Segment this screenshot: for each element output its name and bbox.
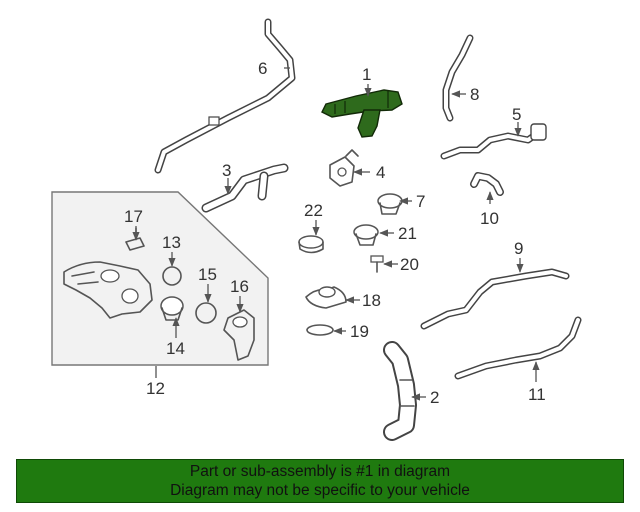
callout-21: 21 [398,224,417,243]
callout-22: 22 [304,201,323,220]
callout-19: 19 [350,322,369,341]
part-1-hose[interactable] [321,89,403,138]
part-7-cap[interactable] [377,193,403,215]
callout-12: 12 [146,379,165,398]
part-14-thermostat[interactable] [160,296,184,321]
part-10-hose[interactable] [470,172,504,196]
callout-8: 8 [470,85,479,104]
assembly-12-panel [51,191,269,366]
banner-line-1: Part or sub-assembly is #1 in diagram [189,463,451,480]
part-8-tube[interactable] [442,34,474,122]
part-2-hose[interactable] [383,341,417,441]
callout-5: 5 [512,105,521,124]
leader-lines [132,67,540,401]
callout-20: 20 [400,255,419,274]
part-9-tube[interactable] [420,268,570,330]
callout-6: 6 [258,59,267,78]
callout-1: 1 [362,65,371,84]
part-18-housing[interactable] [305,286,347,309]
parts-diagram: 1 6 8 5 3 4 7 10 9 22 21 20 18 19 2 11 1… [51,18,582,441]
callout-11: 11 [528,385,546,404]
callout-14: 14 [166,339,185,358]
part-21-cap[interactable] [353,224,379,246]
callout-4: 4 [376,163,385,182]
info-banner: Part or sub-assembly is #1 in diagram Di… [16,459,624,503]
callout-16: 16 [230,277,249,296]
callout-10: 10 [480,209,499,228]
part-4-fitting[interactable] [329,149,359,187]
main-housing[interactable] [63,261,153,319]
part-11-tube[interactable] [454,316,582,380]
callout-15: 15 [198,265,217,284]
callout-3: 3 [222,161,231,180]
part-3-hose[interactable] [201,163,289,213]
part-13-ring[interactable] [162,266,182,286]
part-22-clamp[interactable] [298,235,324,254]
banner-line-2: Diagram may not be specific to your vehi… [170,482,470,499]
callout-18: 18 [362,291,381,310]
part-19-seal[interactable] [306,324,334,336]
callout-7: 7 [416,192,425,211]
part-16-housing[interactable] [223,309,255,361]
callout-17: 17 [124,207,143,226]
part-6-tube[interactable] [154,18,296,174]
part-20-bolt[interactable] [370,255,384,273]
part-15-seal[interactable] [195,302,217,324]
callout-13: 13 [162,233,181,252]
part-5-tube[interactable] [440,123,547,160]
callout-9: 9 [514,239,523,258]
callout-2: 2 [430,388,439,407]
